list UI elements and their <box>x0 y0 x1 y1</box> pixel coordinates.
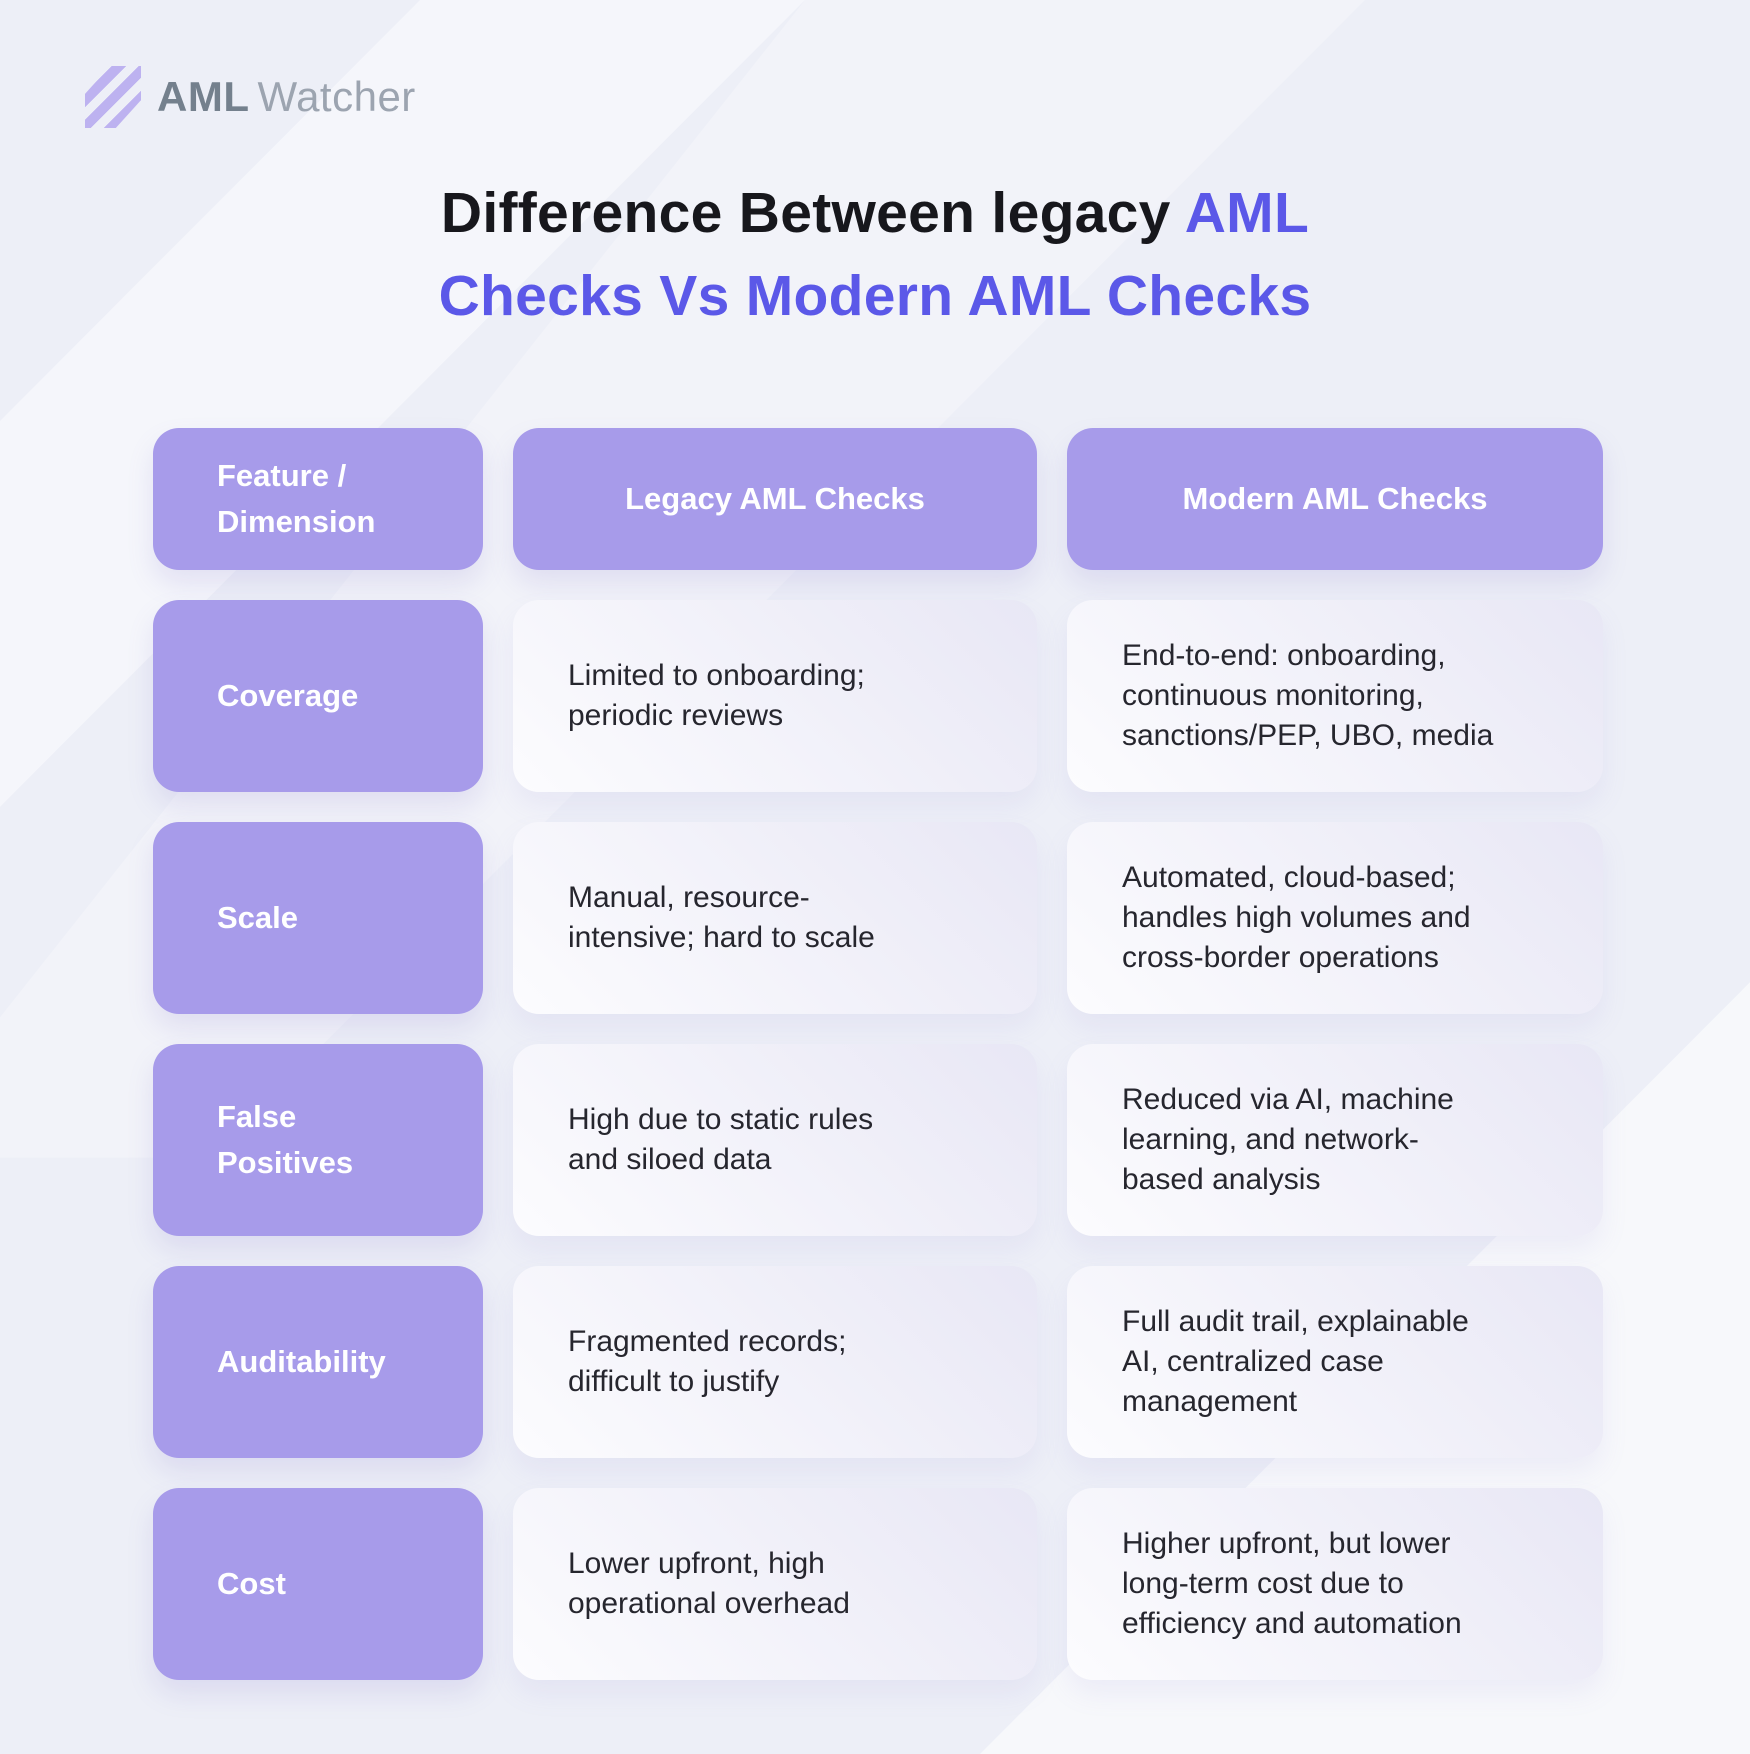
cell-coverage-modern: End-to-end: onboarding, continuous monit… <box>1067 600 1603 792</box>
cell-auditability-legacy: Fragmented records; difficult to justify <box>513 1266 1037 1458</box>
page-title: Difference Between legacy AML Checks Vs … <box>0 172 1750 338</box>
row-label-cost-text: Cost <box>217 1566 286 1601</box>
cell-false-positives-modern-text: Reduced via AI, machine learning, and ne… <box>1122 1083 1454 1196</box>
column-header-legacy-aml-checks: Legacy AML Checks <box>513 428 1037 570</box>
cell-auditability-legacy-text: Fragmented records; difficult to justify <box>568 1325 847 1398</box>
page-title-line-1: Difference Between legacy AML <box>0 172 1750 255</box>
row-label-scale-text: Scale <box>217 900 299 935</box>
page-title-line1-dark: Difference Between legacy <box>440 181 1171 245</box>
cell-auditability-modern-text: Full audit trail, explainable AI, centra… <box>1122 1305 1469 1418</box>
row-label-false-positives-text: False Positives <box>217 1099 354 1180</box>
cell-auditability-modern: Full audit trail, explainable AI, centra… <box>1067 1266 1603 1458</box>
row-label-auditability: Auditability <box>153 1266 483 1458</box>
cell-scale-modern: Automated, cloud-based; handles high vol… <box>1067 822 1603 1014</box>
aml-watcher-logo-icon <box>85 66 141 128</box>
row-label-cost: Cost <box>153 1488 483 1680</box>
cell-false-positives-modern: Reduced via AI, machine learning, and ne… <box>1067 1044 1603 1236</box>
logo-text-aml: AML <box>157 73 250 120</box>
cell-coverage-modern-text: End-to-end: onboarding, continuous monit… <box>1122 639 1494 752</box>
cell-cost-modern: Higher upfront, but lower long-term cost… <box>1067 1488 1603 1680</box>
cell-cost-legacy-text: Lower upfront, high operational overhead <box>568 1547 850 1620</box>
logo-text-watcher: Watcher <box>257 73 416 120</box>
cell-false-positives-legacy-text: High due to static rules and siloed data <box>568 1103 874 1176</box>
row-label-false-positives: False Positives <box>153 1044 483 1236</box>
page-title-line-2: Checks Vs Modern AML Checks <box>438 264 1312 328</box>
row-label-coverage: Coverage <box>153 600 483 792</box>
column-header-feature-dimension-label: Feature / Dimension <box>217 458 376 539</box>
cell-scale-legacy-text: Manual, resource- intensive; hard to sca… <box>568 881 875 954</box>
cell-coverage-legacy: Limited to onboarding; periodic reviews <box>513 600 1037 792</box>
row-label-auditability-text: Auditability <box>217 1344 386 1379</box>
cell-cost-modern-text: Higher upfront, but lower long-term cost… <box>1122 1527 1462 1640</box>
cell-cost-legacy: Lower upfront, high operational overhead <box>513 1488 1037 1680</box>
column-header-feature-dimension: Feature / Dimension <box>153 428 483 570</box>
row-label-coverage-text: Coverage <box>217 678 359 713</box>
column-header-modern-aml-checks: Modern AML Checks <box>1067 428 1603 570</box>
row-label-scale: Scale <box>153 822 483 1014</box>
cell-false-positives-legacy: High due to static rules and siloed data <box>513 1044 1037 1236</box>
column-header-modern-aml-checks-label: Modern AML Checks <box>1182 481 1488 516</box>
cell-coverage-legacy-text: Limited to onboarding; periodic reviews <box>568 659 865 732</box>
cell-scale-modern-text: Automated, cloud-based; handles high vol… <box>1122 861 1471 974</box>
cell-scale-legacy: Manual, resource- intensive; hard to sca… <box>513 822 1037 1014</box>
comparison-table: Feature / Dimension Legacy AML Checks Mo… <box>153 428 1603 1680</box>
page-title-line1-accent: AML <box>1184 181 1310 245</box>
column-header-legacy-aml-checks-label: Legacy AML Checks <box>625 481 925 516</box>
